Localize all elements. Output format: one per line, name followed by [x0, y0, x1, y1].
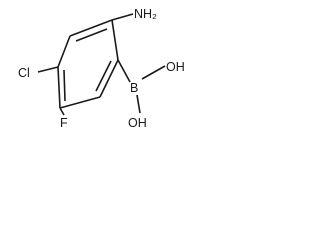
ring-bond-upper-left: [57, 35, 71, 68]
benzene-ring: [57, 19, 119, 109]
boron-label: B: [130, 81, 138, 95]
ring-bond-lower-right: [99, 59, 119, 98]
bond-to-chloro: [37, 66, 59, 73]
ring-bond-bottom: [59, 96, 101, 109]
ring-double-bond-top: [75, 28, 108, 42]
ring-double-bond-left: [63, 69, 66, 102]
hydroxyl-lower-label: OH: [128, 116, 147, 130]
bond-to-fluoro: [59, 107, 65, 116]
chloro-label: Cl: [18, 66, 30, 80]
bond-boron-to-oh-lower: [136, 94, 141, 114]
ring-bond-top: [69, 19, 113, 37]
ring-bond-upper-right: [111, 19, 119, 61]
ring-double-bond-right: [95, 60, 112, 92]
ring-bond-lower-left: [57, 66, 61, 109]
bond-boron-to-oh-upper: [141, 65, 166, 80]
fluoro-label: F: [60, 116, 68, 130]
bond-to-boron: [117, 59, 131, 83]
hydroxyl-upper-label: OH: [166, 60, 185, 74]
chemical-structure-diagram: NH₂ Cl F B OH OH: [18, 7, 185, 130]
amino-label: NH₂: [134, 7, 157, 21]
bond-to-amino: [111, 13, 134, 21]
